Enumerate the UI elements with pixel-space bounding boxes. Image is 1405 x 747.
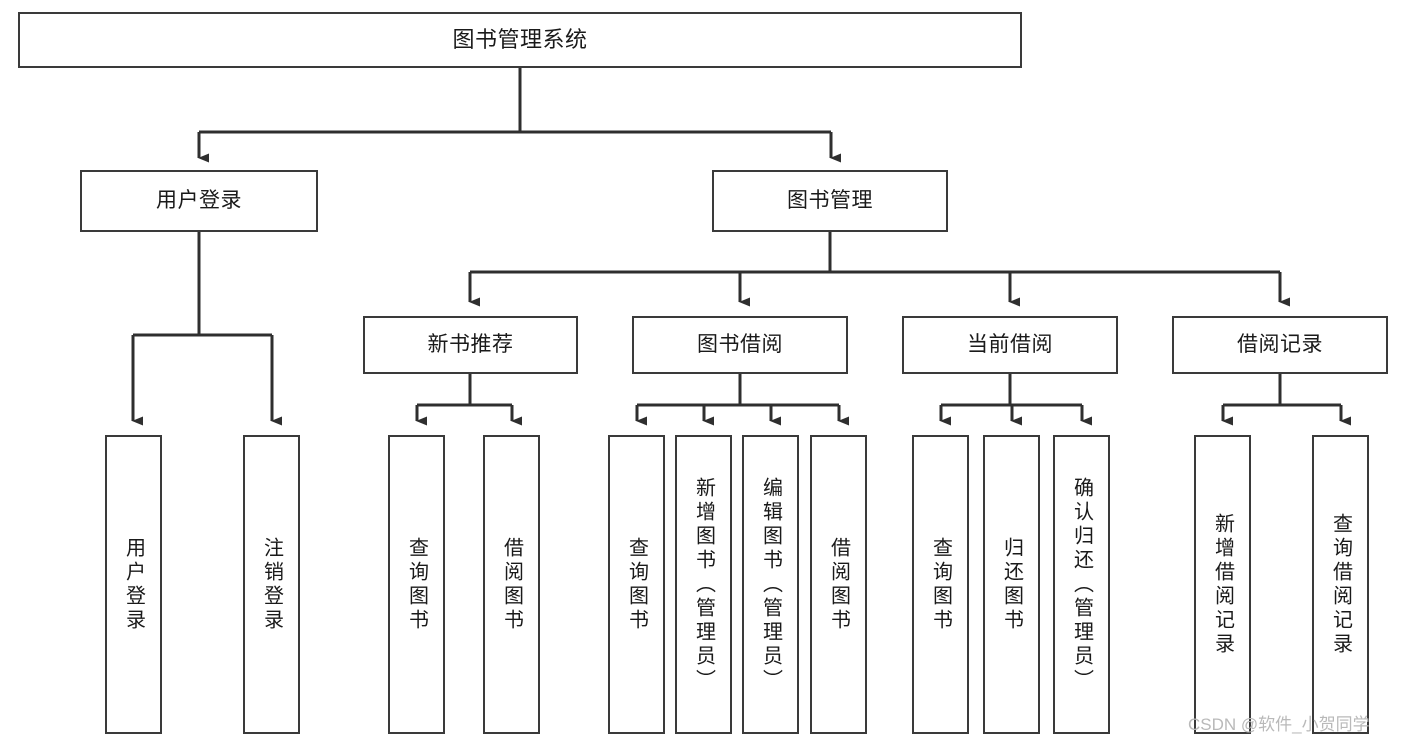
node-label: 归还图书 — [1000, 536, 1023, 633]
node-leaf-borrow-book-recommend[interactable]: 借阅图书 — [483, 435, 540, 734]
node-leaf-query-borrow-record[interactable]: 查询借阅记录 — [1312, 435, 1369, 734]
node-user-login[interactable]: 用户登录 — [80, 170, 318, 232]
node-label: 图书借阅 — [697, 332, 783, 356]
node-book-borrow[interactable]: 图书借阅 — [632, 316, 848, 374]
node-label: 查询图书 — [625, 536, 648, 633]
node-label: 借阅图书 — [827, 536, 850, 633]
node-leaf-user-login[interactable]: 用户登录 — [105, 435, 162, 734]
node-leaf-logout[interactable]: 注销登录 — [243, 435, 300, 734]
node-leaf-confirm-return[interactable]: 确认归还（管理员） — [1053, 435, 1110, 734]
node-label: 查询图书 — [929, 536, 952, 633]
node-leaf-query-book-current[interactable]: 查询图书 — [912, 435, 969, 734]
node-label: 新增借阅记录 — [1211, 512, 1234, 657]
node-label: 编辑图书（管理员） — [759, 476, 782, 693]
node-leaf-borrow-book[interactable]: 借阅图书 — [810, 435, 867, 734]
node-label: 注销登录 — [260, 536, 283, 633]
node-label: 查询图书 — [405, 536, 428, 633]
node-borrow-record[interactable]: 借阅记录 — [1172, 316, 1388, 374]
node-label: 新增图书（管理员） — [692, 476, 715, 693]
node-label: 用户登录 — [122, 536, 145, 633]
node-label: 新书推荐 — [427, 332, 514, 356]
node-label: 借阅图书 — [500, 536, 523, 633]
node-leaf-query-book-borrow[interactable]: 查询图书 — [608, 435, 665, 734]
node-label: 图书管理系统 — [452, 27, 588, 53]
node-leaf-add-borrow-record[interactable]: 新增借阅记录 — [1194, 435, 1251, 734]
node-book-manage[interactable]: 图书管理 — [712, 170, 948, 232]
node-current-borrow[interactable]: 当前借阅 — [902, 316, 1118, 374]
node-label: 确认归还（管理员） — [1070, 476, 1093, 693]
node-new-book-recommend[interactable]: 新书推荐 — [363, 316, 578, 374]
node-leaf-query-book-recommend[interactable]: 查询图书 — [388, 435, 445, 734]
node-root-system[interactable]: 图书管理系统 — [18, 12, 1022, 68]
node-label: 借阅记录 — [1237, 332, 1323, 356]
node-leaf-edit-book[interactable]: 编辑图书（管理员） — [742, 435, 799, 734]
node-label: 用户登录 — [156, 188, 242, 212]
node-label: 当前借阅 — [967, 332, 1053, 356]
node-leaf-add-book[interactable]: 新增图书（管理员） — [675, 435, 732, 734]
node-label: 查询借阅记录 — [1329, 512, 1352, 657]
node-leaf-return-book[interactable]: 归还图书 — [983, 435, 1040, 734]
node-label: 图书管理 — [787, 188, 873, 212]
